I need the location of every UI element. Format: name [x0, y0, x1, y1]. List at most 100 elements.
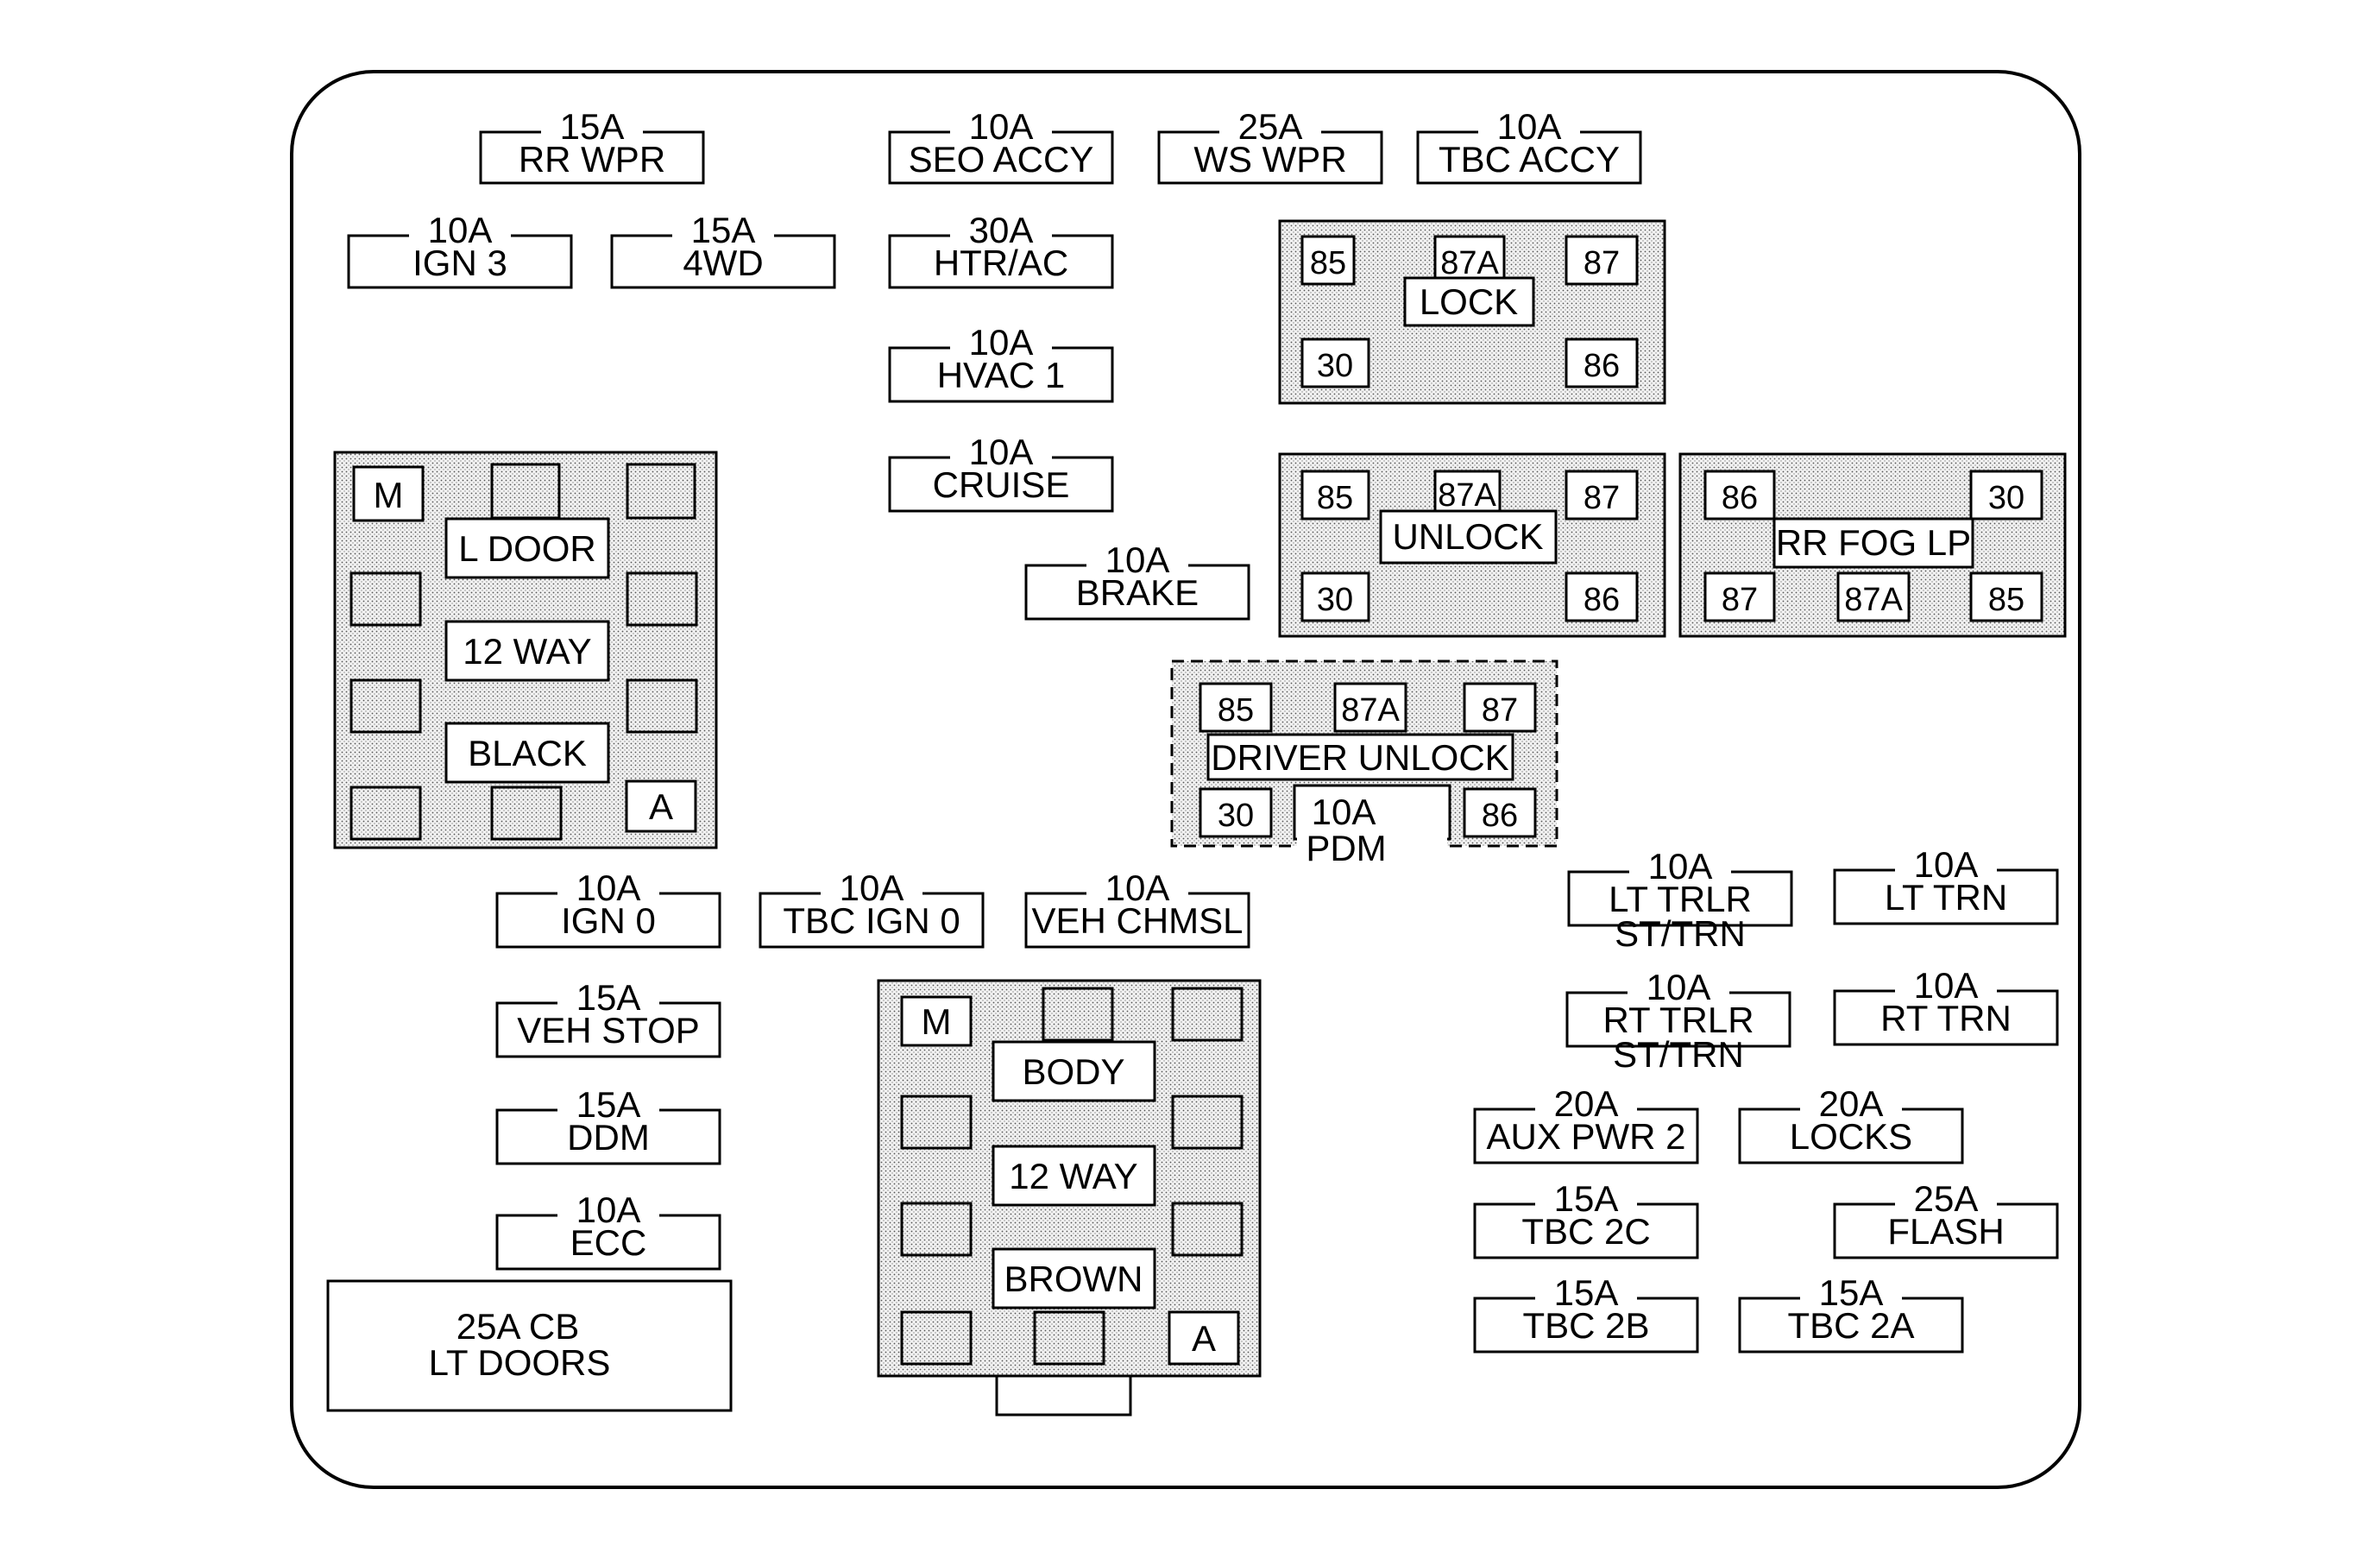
fuse-label: FLASH: [1887, 1211, 2004, 1252]
lock-relay-pin: 86: [1584, 348, 1620, 384]
driver-unlock-relay-pin: 87: [1482, 692, 1518, 729]
fuse-label: 4WD: [683, 243, 763, 283]
fuse-amp-rating: 15A: [1554, 1272, 1619, 1313]
unlock-relay-label: UNLOCK: [1392, 516, 1543, 557]
fuse-label: TBC ACCY: [1439, 139, 1620, 180]
driver-unlock-relay: 85 87A 87 DRIVER UNLOCK 30 10A PDM 86: [1170, 659, 1558, 880]
fuse-label: HVAC 1: [937, 355, 1066, 395]
fuse-amp-rating: 10A: [1105, 868, 1170, 908]
fuse-amp-rating: 10A: [576, 1190, 641, 1230]
fuse-label: RT TRN: [1880, 998, 2012, 1038]
lock-relay-pin: 85: [1310, 245, 1346, 281]
circuit-breaker-lt-doors: 25A CB LT DOORS: [326, 1279, 733, 1412]
pdm-fuse-amp: 10A: [1312, 792, 1376, 832]
unlock-relay-pin: 86: [1584, 582, 1620, 618]
fuse-label-line2: ST/TRN: [1615, 913, 1746, 954]
fuse-amp-rating: 10A: [1914, 844, 1979, 885]
unlock-relay-pin: 85: [1317, 480, 1353, 516]
fuse-amp-rating: 15A: [576, 977, 641, 1018]
fuse-label: DDM: [567, 1117, 650, 1158]
rr-fog-lp-relay-pin: 85: [1988, 582, 2024, 618]
fuse-label: BRAKE: [1076, 572, 1199, 613]
rr-fog-lp-relay-label: RR FOG LP: [1776, 522, 1971, 563]
fuse-label: TBC 2A: [1787, 1305, 1914, 1346]
fuse-label: LT TRLR: [1609, 879, 1752, 919]
body-color-label: BROWN: [1004, 1259, 1143, 1299]
fuse-amp-rating: 30A: [969, 210, 1034, 250]
l-door-pin-m: M: [374, 475, 404, 515]
body-way-label: 12 WAY: [1009, 1156, 1137, 1196]
fuse-amp-rating: 10A: [576, 868, 641, 908]
rr-fog-lp-relay-pin: 86: [1722, 480, 1758, 516]
fuse-panel-outline: [290, 70, 2081, 1489]
lock-relay: 85 87A 87 LOCK 30 86: [1278, 219, 1666, 405]
fuse-amp-rating: 15A: [560, 106, 625, 147]
fuse-label: LOCKS: [1790, 1116, 1912, 1157]
circuit-breaker-rating: 25A CB: [456, 1306, 579, 1347]
lock-relay-label: LOCK: [1420, 281, 1518, 322]
fuse-amp-rating: 10A: [1646, 967, 1711, 1007]
l-door-connector: M L DOOR 12 WAY BLACK A: [333, 451, 718, 849]
l-door-way-label: 12 WAY: [463, 631, 591, 672]
lock-relay-pin: 30: [1317, 348, 1353, 384]
fuse-amp-rating: 10A: [840, 868, 904, 908]
fuse-amp-rating: 15A: [1554, 1178, 1619, 1219]
fuse-amp-rating: 25A: [1914, 1178, 1979, 1219]
fuse-amp-rating: 10A: [1497, 106, 1562, 147]
fuse-amp-rating: 15A: [1819, 1272, 1884, 1313]
fuse-amp-rating: 10A: [1105, 540, 1170, 580]
unlock-relay: 85 87A 87 UNLOCK 30 86: [1278, 452, 1666, 638]
circuit-breaker-label: LT DOORS: [429, 1342, 611, 1383]
fuse-label: VEH STOP: [517, 1010, 700, 1051]
fuse-label-line2: ST/TRN: [1613, 1034, 1744, 1075]
fuse-amp-rating: 10A: [428, 210, 493, 250]
l-door-label: L DOOR: [458, 528, 595, 569]
fuse-label: TBC 2C: [1521, 1211, 1650, 1252]
rr-fog-lp-relay-pin: 87: [1722, 582, 1758, 618]
fuse-label: SEO ACCY: [909, 139, 1094, 180]
fuse-amp-rating: 10A: [969, 432, 1034, 472]
rr-fog-lp-relay-pin: 30: [1988, 480, 2024, 516]
driver-unlock-relay-pin: 87A: [1341, 692, 1400, 729]
unlock-relay-pin: 87A: [1438, 477, 1496, 514]
driver-unlock-relay-label: DRIVER UNLOCK: [1211, 737, 1508, 778]
fuse-label: WS WPR: [1193, 139, 1346, 180]
unlock-relay-pin: 87: [1584, 480, 1620, 516]
driver-unlock-relay-pin: 86: [1482, 798, 1518, 834]
fuse-label: TBC IGN 0: [783, 900, 960, 941]
fuse-label: AUX PWR 2: [1486, 1116, 1685, 1157]
fuse-amp-rating: 20A: [1819, 1083, 1884, 1124]
lock-relay-pin: 87A: [1440, 245, 1499, 281]
lock-relay-pin: 87: [1584, 245, 1620, 281]
fuse-amp-rating: 20A: [1554, 1083, 1619, 1124]
driver-unlock-relay-pin: 85: [1218, 692, 1254, 729]
fuse-label: ECC: [570, 1222, 647, 1263]
fuse-label: LT TRN: [1885, 877, 2007, 918]
fuse-label: CRUISE: [933, 464, 1070, 505]
fuse-label: RT TRLR: [1602, 1000, 1754, 1040]
fuse-amp-rating: 10A: [1648, 846, 1713, 887]
l-door-color-label: BLACK: [468, 733, 587, 773]
